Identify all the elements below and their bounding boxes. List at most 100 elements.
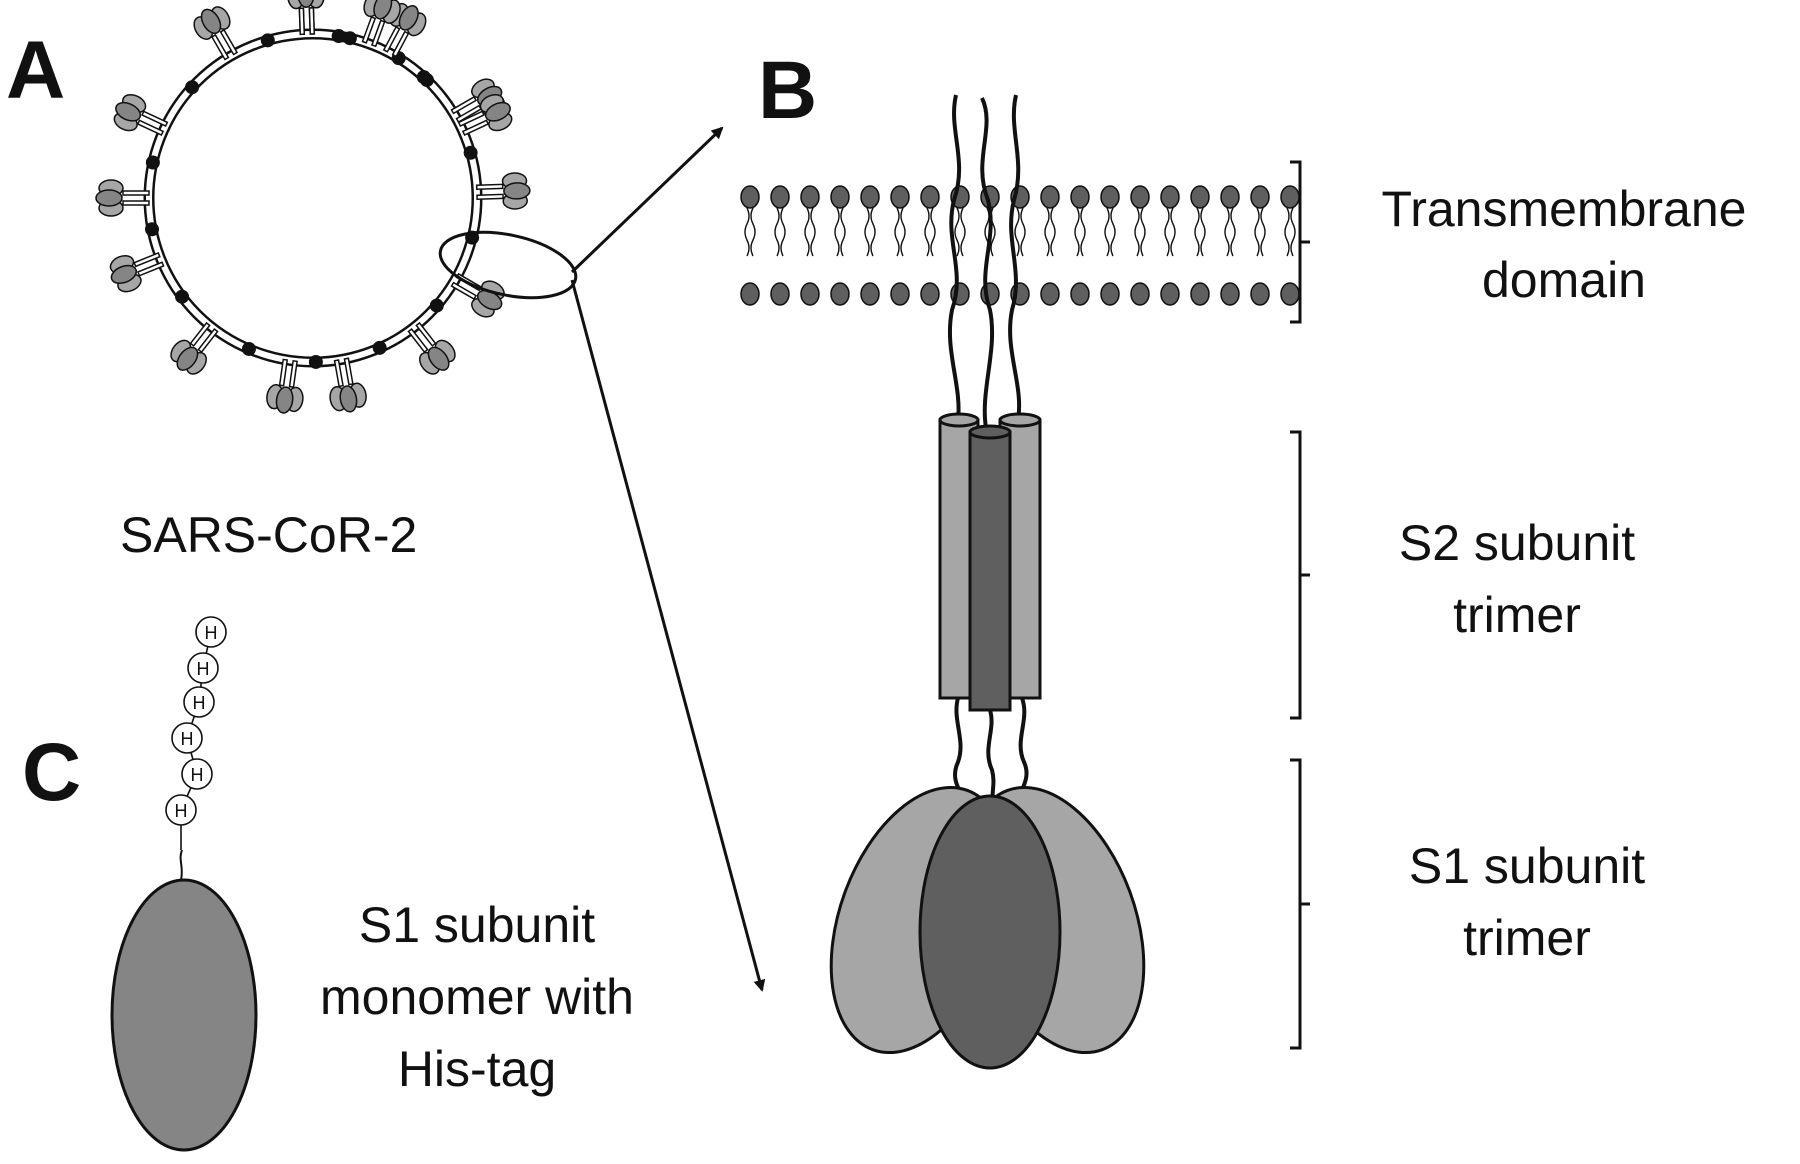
highlight-ellipse	[438, 230, 578, 300]
spike-head-lobe	[275, 386, 294, 414]
spike-head-lobe	[115, 101, 142, 122]
spike-protein	[109, 251, 165, 293]
lipid-pair	[1130, 185, 1150, 306]
lipid-head-top	[1190, 185, 1210, 209]
spike-stalk	[407, 328, 429, 354]
spike-stalk	[308, 7, 316, 35]
lipid-head-top	[830, 185, 850, 209]
envelope-dot	[416, 70, 431, 85]
spike-stalk	[141, 110, 169, 127]
lipid-tail	[1164, 207, 1176, 257]
lipid-head-top	[1070, 185, 1090, 209]
spike-protein	[113, 93, 169, 137]
lipid-tail	[1044, 207, 1056, 257]
spike-stalk	[133, 251, 161, 268]
lipid-pair	[1280, 185, 1300, 306]
spike-stalk	[450, 95, 478, 115]
lipid-tail	[1014, 207, 1026, 257]
histidine-bead	[187, 652, 219, 684]
lipid-head-bottom	[1100, 282, 1120, 306]
histidine-bead	[181, 758, 213, 790]
lipid-tail	[1254, 207, 1266, 257]
bracket-s1	[1290, 758, 1310, 1050]
lipid-pair	[800, 185, 820, 306]
histidine-letter: H	[193, 693, 206, 713]
envelope-dot	[372, 340, 387, 355]
spike-stalk	[461, 119, 490, 137]
histidine-letter: H	[197, 659, 210, 679]
histidine-letter: H	[181, 729, 194, 749]
lipid-tail	[864, 207, 876, 257]
spike-stalk	[136, 119, 165, 137]
arrow-to-membrane	[570, 126, 724, 274]
tm-chain-1	[947, 94, 962, 421]
envelope-dot	[308, 354, 323, 369]
label-s2-line1: S2 subunit	[1399, 515, 1635, 571]
brackets	[1290, 160, 1310, 1050]
lipid-pair	[920, 185, 940, 306]
lipid-head-top	[920, 185, 940, 209]
envelope-dot	[175, 289, 190, 304]
lipid-head-top	[800, 185, 820, 209]
lipid-pair	[1250, 185, 1270, 306]
linker-1	[953, 697, 964, 797]
lipid-head-bottom	[890, 282, 910, 306]
spike-protein	[361, 0, 401, 48]
lipid-tail	[894, 207, 906, 257]
histidine-residue: H	[187, 652, 219, 684]
linker-3	[1018, 697, 1029, 796]
envelope-dot	[185, 80, 200, 95]
label-s2-line2: trimer	[1453, 587, 1581, 643]
histidine-residue: H	[183, 686, 215, 718]
spike-head-lobe	[427, 346, 450, 371]
histidine-residue: H	[195, 616, 227, 648]
envelope-dot	[342, 31, 357, 46]
lipid-tail	[834, 207, 846, 257]
histidine-bead	[183, 686, 215, 718]
spike-proteins	[95, 0, 531, 414]
lipid-tail	[1284, 207, 1296, 257]
lipid-head-top	[770, 185, 790, 209]
spike-head-lobe	[398, 5, 419, 31]
lipid-head-bottom	[740, 282, 760, 306]
envelope-dot	[331, 29, 346, 44]
spike-head-lobe	[110, 264, 138, 285]
spike-stalk	[189, 321, 211, 347]
spike-stalk	[382, 25, 401, 53]
histidine-bead	[195, 616, 227, 648]
label-s1-line1: S1 subunit	[1409, 838, 1645, 894]
spike-protein	[170, 321, 219, 375]
s2-helix-left-top	[938, 412, 980, 428]
lipid-head-top	[1220, 185, 1240, 209]
lipid-head-bottom	[1250, 282, 1270, 306]
lipid-head-top	[1130, 185, 1150, 209]
lipid-head-bottom	[860, 282, 880, 306]
lipid-pair	[740, 185, 760, 306]
bracket-s2	[1290, 430, 1310, 720]
lipid-pair	[1190, 185, 1210, 306]
linker-2	[986, 709, 996, 806]
spike-stalk	[370, 19, 386, 48]
spike-protein	[382, 2, 427, 58]
spike-stalk	[415, 321, 437, 347]
his-tag-stem	[179, 849, 183, 881]
lipid-tail	[924, 207, 936, 257]
monomer-label-line3: His-tag	[398, 1041, 556, 1097]
lipid-head-top	[1280, 185, 1300, 209]
lipid-pair	[1040, 185, 1060, 306]
monomer-label-line2: monomer with	[320, 969, 634, 1025]
lipid-pair	[890, 185, 910, 306]
label-s1-line2: trimer	[1463, 910, 1591, 966]
s2-trimer	[938, 412, 1042, 712]
lipid-pair	[860, 185, 880, 306]
spike-head-lobe	[200, 8, 222, 35]
envelope-proteins	[145, 29, 480, 369]
histidine-letter: H	[175, 801, 188, 821]
spike-protein	[475, 172, 531, 210]
lipid-head-bottom	[1220, 282, 1240, 306]
spike-stalk	[476, 193, 504, 201]
spike-stalk	[122, 190, 150, 196]
spike-protein	[287, 0, 325, 36]
s1-trimer	[829, 785, 1146, 1070]
